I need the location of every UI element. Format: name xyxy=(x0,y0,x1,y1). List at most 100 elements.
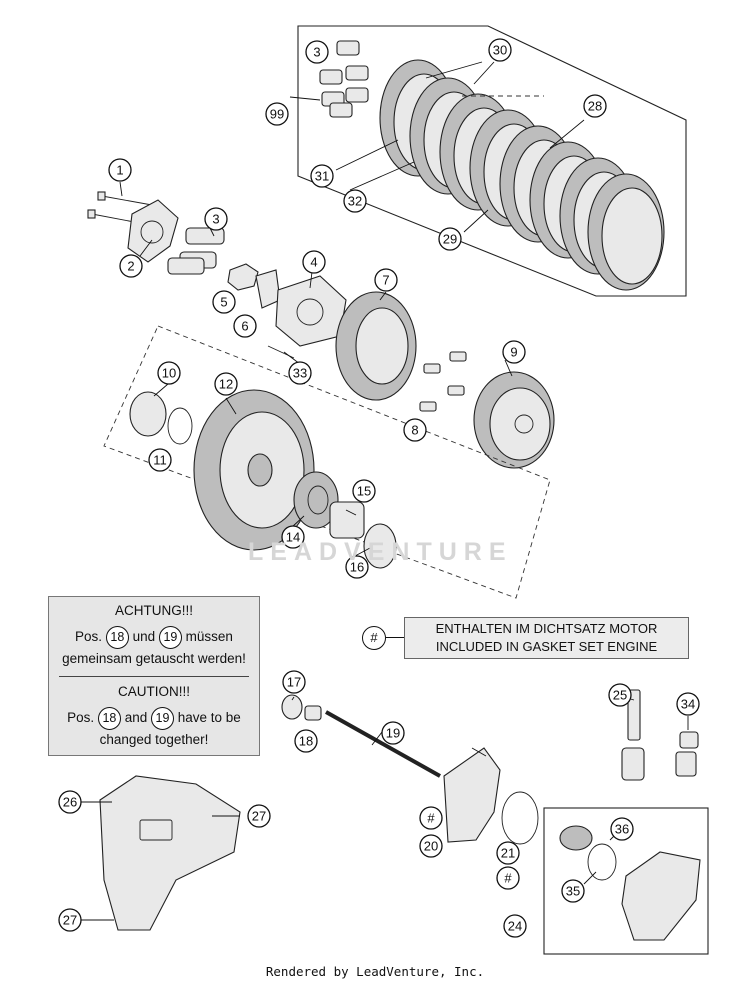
svg-text:31: 31 xyxy=(315,169,329,184)
svg-text:8: 8 xyxy=(411,423,418,438)
svg-text:29: 29 xyxy=(443,232,457,247)
callout-18: 18 xyxy=(294,729,318,753)
note-en-have-to-be: have to be xyxy=(177,710,241,726)
note-de-pos: Pos. xyxy=(75,629,103,645)
seal-and-bushing xyxy=(281,694,322,721)
svg-text:34: 34 xyxy=(681,697,695,712)
note-en-heading: CAUTION!!! xyxy=(117,684,190,699)
callout-21-hash: # xyxy=(496,866,520,890)
svg-text:6: 6 xyxy=(241,319,248,334)
callout-99: 99 xyxy=(265,102,289,126)
gasket-legend-de: ENTHALTEN IM DICHTSATZ MOTOR xyxy=(435,621,658,636)
callout-36: 36 xyxy=(610,817,634,841)
callout-17: 17 xyxy=(282,670,306,694)
svg-text:30: 30 xyxy=(493,43,507,58)
svg-text:18: 18 xyxy=(299,734,313,749)
callout-24: 24 xyxy=(503,914,527,938)
callout-5: 5 xyxy=(212,290,236,314)
push-rod xyxy=(325,710,441,778)
callout-12: 12 xyxy=(214,372,238,396)
callout-28: 28 xyxy=(583,94,607,118)
svg-text:15: 15 xyxy=(357,484,371,499)
callout-9: 9 xyxy=(502,340,526,364)
thrust-washer xyxy=(363,523,397,569)
clutch-hub-9 xyxy=(473,371,555,469)
callout-35: 35 xyxy=(561,879,585,903)
footer-credit: Rendered by LeadVenture, Inc. xyxy=(265,964,485,979)
gasket-legend: ENTHALTEN IM DICHTSATZ MOTOR INCLUDED IN… xyxy=(404,617,689,659)
pressure-plate xyxy=(127,199,179,263)
note-en-pos: Pos. xyxy=(67,710,95,726)
svg-text:19: 19 xyxy=(386,726,400,741)
callout-16: 16 xyxy=(345,555,369,579)
svg-text:26: 26 xyxy=(63,795,77,810)
svg-text:33: 33 xyxy=(293,366,307,381)
piston-seal xyxy=(587,843,617,881)
svg-text:#: # xyxy=(427,811,435,826)
gasket-symbol-leader xyxy=(386,637,404,638)
callout-20: 20 xyxy=(419,834,443,858)
note-de-und: und xyxy=(132,629,156,645)
svg-text:2: 2 xyxy=(127,259,134,274)
callout-27-right: 27 xyxy=(247,804,271,828)
callout-30: 30 xyxy=(488,38,512,62)
note-en-and: and xyxy=(124,710,148,726)
note-en-line1: Pos. 18 and 19 have to be xyxy=(49,707,259,730)
callout-34: 34 xyxy=(676,692,700,716)
note-de-ref-19: 19 xyxy=(158,626,182,649)
svg-text:20: 20 xyxy=(424,839,438,854)
note-de-muessen: müssen xyxy=(185,629,233,645)
callout-25: 25 xyxy=(608,683,632,707)
svg-text:12: 12 xyxy=(219,377,233,392)
small-gear xyxy=(293,471,339,529)
callout-10: 10 xyxy=(157,361,181,385)
clutch-hub-inner xyxy=(275,275,347,347)
svg-text:17: 17 xyxy=(287,675,301,690)
callout-19: 19 xyxy=(381,721,405,745)
callout-8: 8 xyxy=(403,418,427,442)
callout-2: 2 xyxy=(119,254,143,278)
note-de-heading: ACHTUNG!!! xyxy=(114,603,193,618)
clutch-plate-stack xyxy=(379,59,665,291)
callout-15: 15 xyxy=(352,479,376,503)
kit-springs xyxy=(319,40,369,118)
svg-text:21: 21 xyxy=(501,846,515,861)
note-de-ref-18: 18 xyxy=(105,626,129,649)
callout-4: 4 xyxy=(302,250,326,274)
clutch-slave-cylinder xyxy=(99,775,241,931)
lock-washer xyxy=(255,269,281,309)
slave-cylinder-box xyxy=(543,807,709,955)
callout-27-bottom: 27 xyxy=(58,908,82,932)
clutch-basket-ring xyxy=(335,291,417,401)
callout-20-hash: # xyxy=(419,806,443,830)
callout-3: 3 xyxy=(204,207,228,231)
callout-31: 31 xyxy=(310,164,334,188)
svg-text:#: # xyxy=(504,871,512,886)
gasket-symbol: # xyxy=(362,626,386,650)
svg-text:1: 1 xyxy=(116,163,123,178)
svg-text:9: 9 xyxy=(510,345,517,360)
bleeder-parts xyxy=(675,731,699,777)
callout-1: 1 xyxy=(108,158,132,182)
callout-29: 29 xyxy=(438,227,462,251)
callout-26: 26 xyxy=(58,790,82,814)
o-ring xyxy=(501,791,539,845)
gasket-legend-en: INCLUDED IN GASKET SET ENGINE xyxy=(435,639,658,654)
clutch-kit-outline xyxy=(297,25,687,297)
svg-text:35: 35 xyxy=(566,884,580,899)
svg-text:16: 16 xyxy=(350,560,364,575)
nut xyxy=(227,263,259,291)
svg-text:7: 7 xyxy=(382,273,389,288)
svg-text:27: 27 xyxy=(252,809,266,824)
callout-14: 14 xyxy=(281,525,305,549)
svg-text:3: 3 xyxy=(313,45,320,60)
cover-gasket xyxy=(443,747,501,843)
callout-11: 11 xyxy=(148,448,172,472)
note-divider xyxy=(59,676,249,677)
svg-text:24: 24 xyxy=(508,919,522,934)
svg-text:4: 4 xyxy=(310,255,317,270)
svg-text:11: 11 xyxy=(153,453,167,468)
note-de-line2: gemeinsam getauscht werden! xyxy=(62,651,246,666)
svg-text:99: 99 xyxy=(270,107,284,122)
